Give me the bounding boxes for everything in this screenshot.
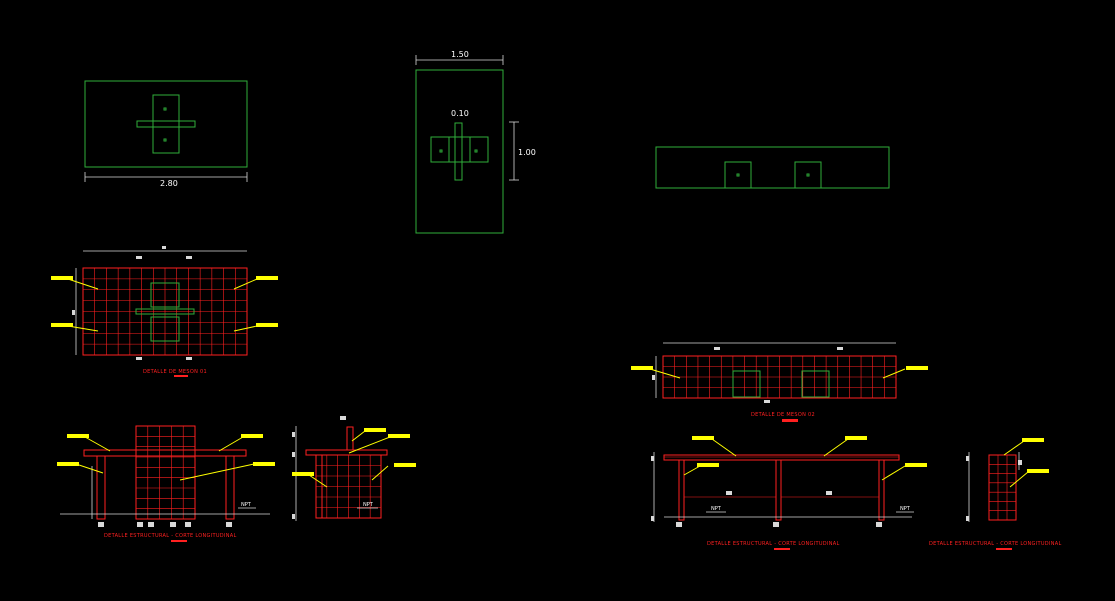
svg-text:NPT: NPT	[900, 506, 911, 512]
svg-text:NPT: NPT	[363, 502, 374, 508]
plan-meson-02-outline	[415, 55, 519, 234]
section-cut-01: NPT	[57, 425, 275, 542]
svg-text:NPT: NPT	[241, 502, 252, 508]
plan2-height-dimension: 1.00	[518, 148, 536, 157]
title-meson-02: DETALLE DE MESON 02	[751, 412, 815, 418]
section-cut-02: NPT	[292, 416, 416, 521]
title-corte-03: DETALLE ESTRUCTURAL - CORTE LONGITUDINAL	[929, 541, 1062, 547]
plan2-inner-dimension: 0.10	[451, 109, 469, 118]
plan2-width-dimension: 1.50	[451, 50, 469, 59]
title-corte-02: DETALLE ESTRUCTURAL - CORTE LONGITUDINAL	[707, 541, 840, 547]
title-meson-01: DETALLE DE MESON 01	[143, 369, 207, 375]
plan-meson-03-outline	[655, 146, 890, 189]
detail-meson-02	[631, 342, 928, 422]
section-cut-04	[966, 438, 1049, 550]
section-cut-03: NPT NPT	[651, 436, 927, 550]
plan-meson-01-outline	[84, 80, 248, 182]
svg-text:NPT: NPT	[711, 506, 722, 512]
detail-meson-01	[51, 246, 278, 377]
title-corte-01: DETALLE ESTRUCTURAL - CORTE LONGITUDINAL	[104, 533, 237, 539]
plan1-width-dimension: 2.80	[160, 179, 178, 188]
